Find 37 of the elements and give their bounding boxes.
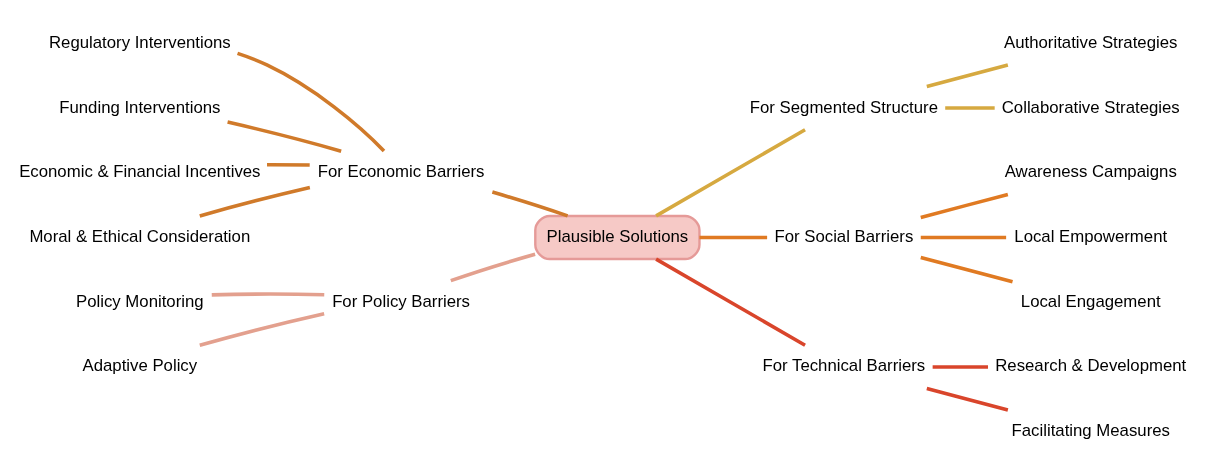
node-text: For Social Barriers: [774, 226, 914, 246]
node-text: Regulatory Interventions: [48, 32, 231, 52]
connector: [926, 386, 1009, 412]
connector: [945, 105, 995, 110]
connector: [227, 119, 342, 153]
connector: [450, 251, 536, 282]
node-text: Authoritative Strategies: [1004, 32, 1178, 52]
node-text: Economic & Financial Incentives: [19, 161, 261, 181]
connector: [211, 291, 325, 297]
node-text: Awareness Campaigns: [1004, 161, 1177, 181]
connector: [236, 51, 386, 152]
node-text: Collaborative Strategies: [1001, 97, 1180, 117]
node-text: For Technical Barriers: [762, 355, 926, 375]
connector: [920, 235, 1007, 239]
node-text: Policy Monitoring: [75, 291, 204, 311]
node-text: Local Empowerment: [1014, 226, 1168, 246]
node-text: Moral & Ethical Consideration: [29, 226, 251, 246]
node-text: Adaptive Policy: [82, 355, 198, 375]
connector: [199, 185, 311, 218]
node-text: For Segmented Structure: [749, 97, 938, 117]
node-text: Research & Development: [995, 355, 1187, 375]
connector: [920, 255, 1013, 284]
connector: [267, 162, 310, 167]
node-text: For Economic Barriers: [317, 161, 485, 181]
node-text: For Policy Barriers: [332, 291, 471, 311]
node-text: Local Engagement: [1020, 291, 1161, 311]
node-box: Plausible Solutions: [534, 214, 701, 260]
connector: [699, 235, 768, 239]
connector: [491, 189, 569, 218]
connector: [920, 192, 1009, 219]
node-text: Facilitating Measures: [1011, 420, 1170, 440]
connector: [655, 257, 806, 347]
connector: [655, 127, 806, 217]
connector: [932, 364, 988, 369]
connector: [199, 311, 325, 347]
node-text: Funding Interventions: [59, 97, 221, 117]
connector: [926, 62, 1009, 88]
